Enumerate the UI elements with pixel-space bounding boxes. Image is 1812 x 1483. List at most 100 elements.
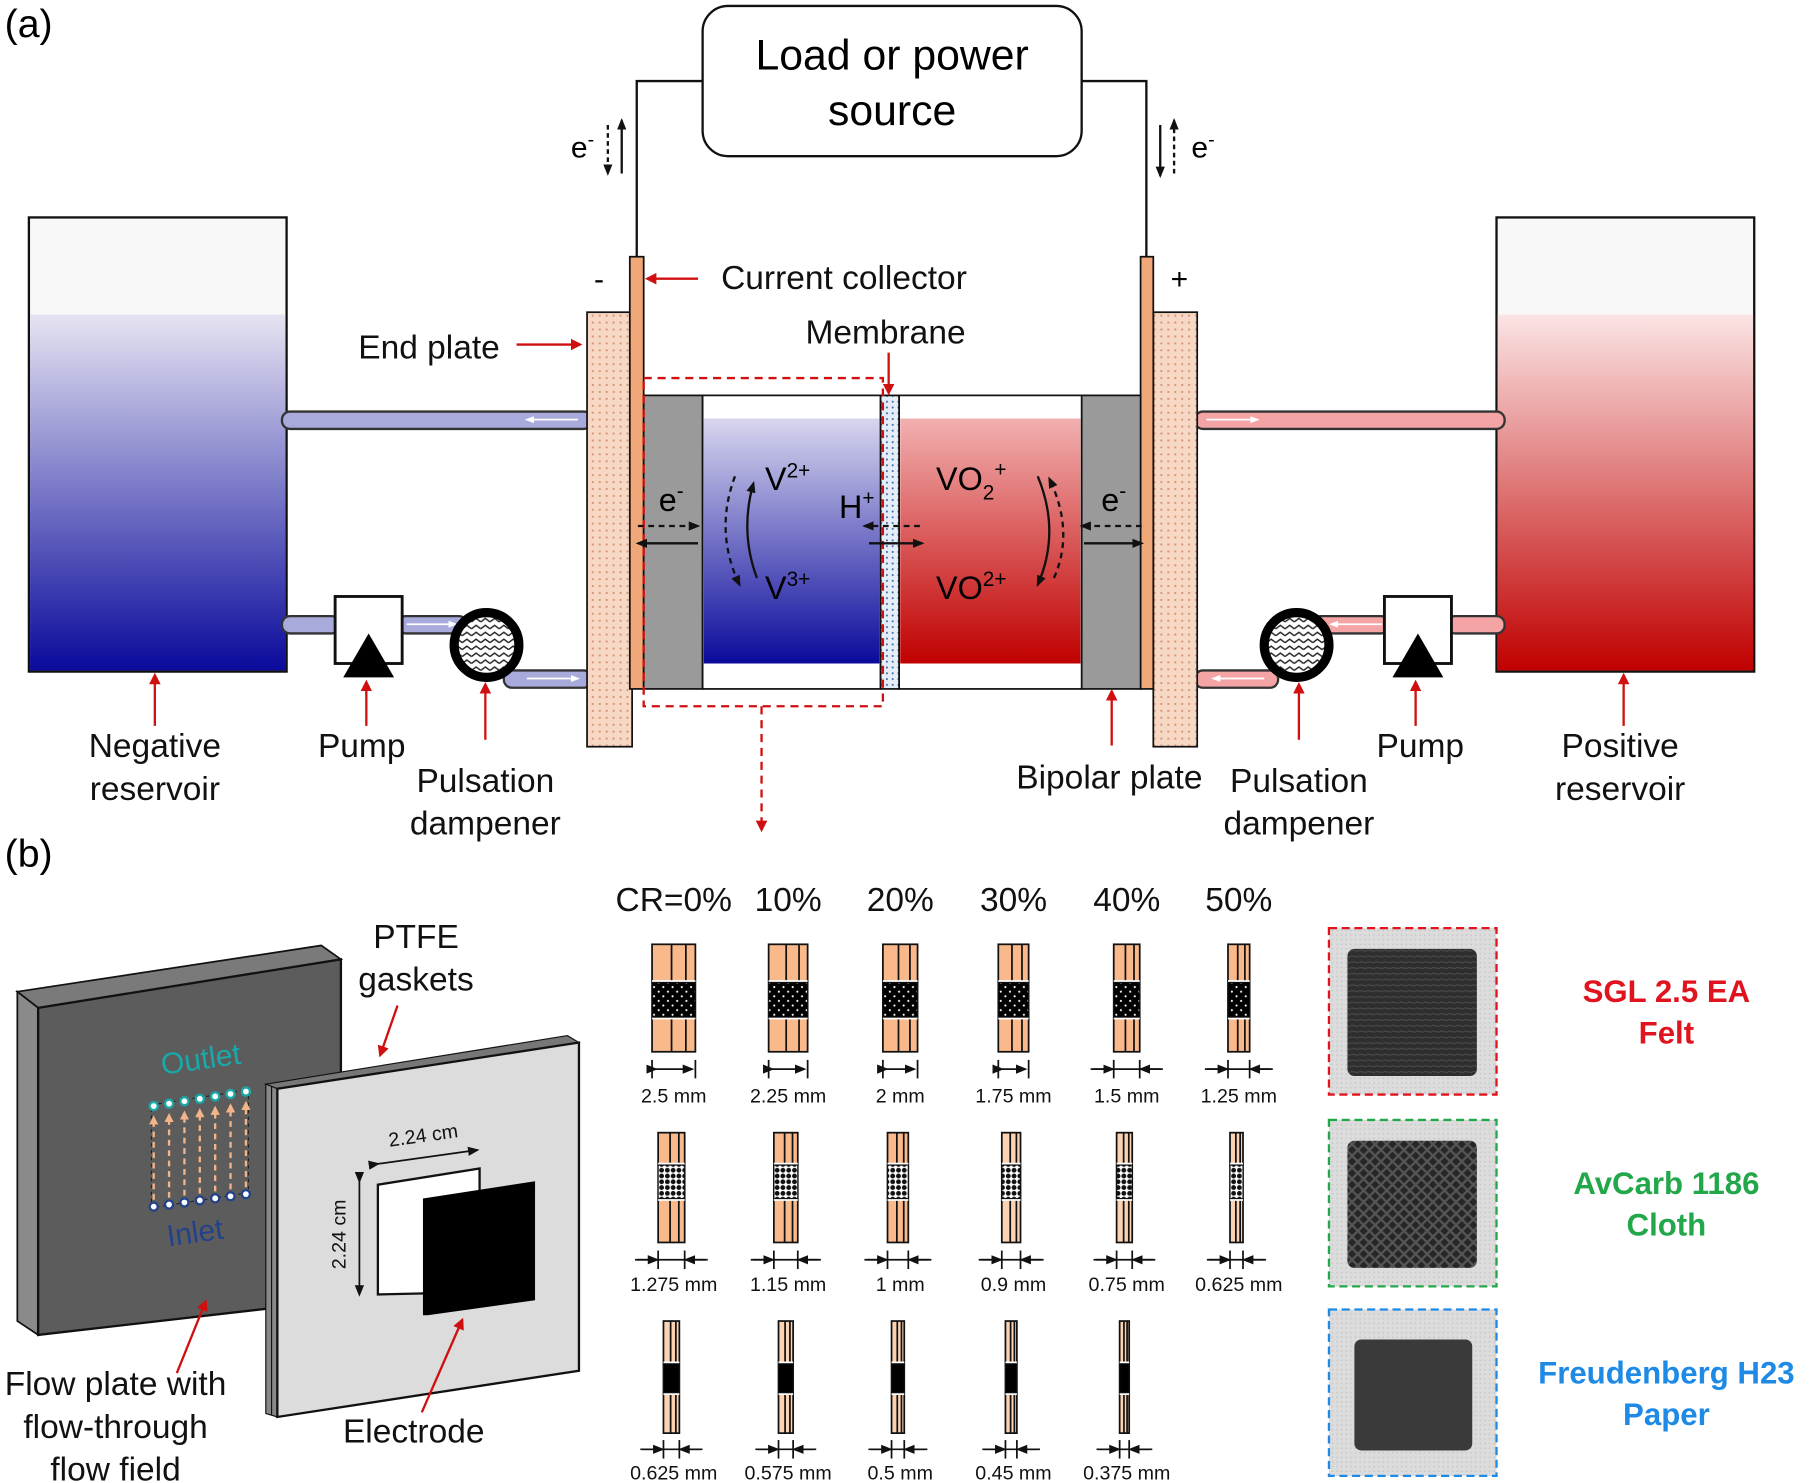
bipolar-plate-right bbox=[1080, 394, 1142, 690]
electrode-block bbox=[1001, 1164, 1022, 1200]
positive-reservoir bbox=[1495, 216, 1756, 673]
ion-v2: V2+ bbox=[765, 459, 810, 497]
thickness-label: 0.9 mm bbox=[981, 1274, 1046, 1296]
material-label: Freudenberg H23 bbox=[1538, 1355, 1795, 1390]
positive-electrolyte bbox=[1497, 314, 1754, 671]
dampener-label-right-1: Pulsation bbox=[1230, 763, 1368, 800]
electrode-arrow bbox=[420, 1317, 464, 1413]
electron-flow-left: e- bbox=[571, 118, 627, 176]
panel-a: (a) Load or power source e- e- bbox=[5, 2, 1756, 843]
electrode-block bbox=[886, 1164, 909, 1200]
material-label: SGL 2.5 EA bbox=[1583, 974, 1751, 1009]
pulsation-dampener-positive bbox=[1259, 608, 1334, 682]
graphite-plate-left bbox=[642, 394, 704, 690]
outlet-port bbox=[209, 1091, 221, 1102]
material-sample bbox=[1347, 1140, 1477, 1268]
electron-label: e- bbox=[571, 129, 594, 165]
positive-electrode bbox=[900, 418, 1081, 664]
outlet-port bbox=[148, 1100, 159, 1112]
thickness-label: 0.575 mm bbox=[744, 1462, 831, 1483]
material-sample bbox=[1354, 1339, 1473, 1451]
material-sample bbox=[1347, 948, 1477, 1077]
current-collector-left bbox=[628, 255, 645, 690]
electron-label: e- bbox=[1191, 129, 1214, 165]
load-box bbox=[701, 4, 1083, 158]
flow-plate-label-1: Flow plate with bbox=[5, 1366, 227, 1403]
current-collector-right bbox=[1139, 255, 1155, 690]
electron-left: e- bbox=[659, 480, 684, 518]
negative-electrolyte bbox=[30, 314, 286, 671]
component-arrows bbox=[149, 672, 1630, 746]
pump-label-left: Pump bbox=[318, 728, 406, 765]
outlet-port bbox=[225, 1088, 236, 1100]
current-collector-label: Current collector bbox=[721, 260, 967, 297]
cr-header: 30% bbox=[980, 882, 1047, 919]
material-label: AvCarb 1186 bbox=[1573, 1166, 1759, 1201]
electrode-strip: 1.75 mm bbox=[975, 943, 1052, 1108]
end-plate-label: End plate bbox=[358, 329, 500, 366]
electrode-block bbox=[777, 1363, 794, 1394]
positive-reservoir-label-2: reservoir bbox=[1555, 771, 1685, 808]
component-labels: Negative reservoir Pump Pulsation dampen… bbox=[89, 728, 1686, 842]
thickness-label: 2 mm bbox=[876, 1086, 925, 1108]
electrode-strip: 0.75 mm bbox=[1089, 1131, 1165, 1296]
electrode-strip: 0.625 mm bbox=[630, 1320, 717, 1483]
electrode-block bbox=[651, 981, 696, 1018]
flow-plate-label-2: flow-through bbox=[23, 1409, 207, 1446]
ion-vo2plus: VO2+ bbox=[936, 458, 1006, 504]
electrode-block bbox=[1119, 1363, 1130, 1394]
outlet-port bbox=[163, 1098, 175, 1109]
thickness-label: 2.5 mm bbox=[641, 1086, 706, 1108]
dampener-label-right-2: dampener bbox=[1223, 806, 1374, 843]
thickness-label: 0.75 mm bbox=[1089, 1274, 1165, 1296]
ion-v3: V3+ bbox=[765, 568, 810, 606]
flow-direction-arrows bbox=[406, 416, 1383, 682]
electrode-strip: 0.5 mm bbox=[868, 1320, 933, 1483]
flow-plate-arrow bbox=[175, 1299, 208, 1374]
electron-right: e- bbox=[1101, 480, 1126, 518]
inlet-port bbox=[209, 1193, 221, 1204]
negative-sign: - bbox=[594, 263, 604, 296]
load-box-text-2: source bbox=[828, 87, 956, 135]
thickness-label: 1 mm bbox=[876, 1274, 925, 1296]
panel-b: (b) Outlet Inlet 2.24 cm 2.24 cm PTFE ga… bbox=[5, 832, 1795, 1483]
membrane-label: Membrane bbox=[805, 314, 965, 351]
electrode-block bbox=[657, 1164, 686, 1200]
negative-tubing bbox=[280, 410, 593, 689]
pump-positive bbox=[1382, 595, 1453, 678]
inlet-port bbox=[194, 1195, 206, 1206]
height-label: 2.24 cm bbox=[329, 1199, 351, 1269]
cr-header: 40% bbox=[1093, 882, 1160, 919]
thickness-label: 0.625 mm bbox=[1195, 1274, 1282, 1296]
flow-plate-label-3: flow field bbox=[50, 1452, 180, 1483]
cr-header: 20% bbox=[867, 882, 934, 919]
cr-header: 10% bbox=[755, 882, 822, 919]
electrode-strip: 2.5 mm bbox=[641, 943, 706, 1108]
electrode-strip: 1.5 mm bbox=[1090, 943, 1163, 1108]
thickness-label: 1.75 mm bbox=[975, 1086, 1051, 1108]
external-wire bbox=[635, 79, 1148, 257]
thickness-label: 1.275 mm bbox=[630, 1274, 717, 1296]
panel-a-label: (a) bbox=[5, 2, 53, 46]
cr-header: 50% bbox=[1205, 882, 1272, 919]
inlet-port bbox=[179, 1197, 190, 1208]
electrode-strip: 1.15 mm bbox=[750, 1131, 826, 1296]
ptfe-label-2: gaskets bbox=[358, 962, 473, 999]
thickness-label: 0.5 mm bbox=[868, 1462, 933, 1483]
electrode-strip: 0.375 mm bbox=[1083, 1320, 1170, 1483]
electrode-strip: 0.575 mm bbox=[744, 1320, 832, 1483]
ptfe-arrow bbox=[377, 1005, 399, 1058]
material-label: Paper bbox=[1623, 1397, 1710, 1432]
dampener-label-left-1: Pulsation bbox=[416, 763, 554, 800]
negative-reservoir-label-2: reservoir bbox=[90, 771, 220, 808]
ptfe-gasket: 2.24 cm 2.24 cm bbox=[263, 1034, 581, 1419]
electron-flow-right: e- bbox=[1155, 118, 1215, 179]
thickness-label: 1.5 mm bbox=[1094, 1086, 1159, 1108]
ion-h: H+ bbox=[839, 487, 875, 525]
positive-tubing bbox=[1193, 410, 1506, 689]
electrode-strip: 0.45 mm bbox=[975, 1320, 1052, 1483]
